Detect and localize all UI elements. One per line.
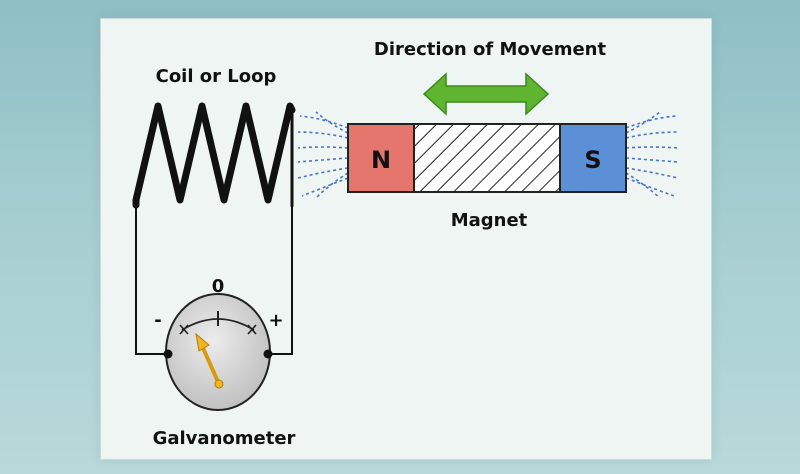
coil (132, 102, 296, 209)
coil-label: Coil or Loop (156, 66, 277, 87)
north-label: N (371, 146, 391, 174)
magnet: N S (347, 123, 627, 193)
direction-label: Direction of Movement (374, 39, 607, 60)
gauge-needle (195, 332, 224, 389)
zero-label: 0 (212, 276, 225, 297)
galvanometer (163, 293, 273, 411)
terminal-positive (263, 349, 273, 359)
north-pole (347, 123, 415, 193)
magnet-label: Magnet (451, 210, 528, 231)
minus-label: - (154, 310, 161, 331)
south-label: S (584, 146, 601, 174)
south-pole (559, 123, 627, 193)
field-lines-left (297, 111, 349, 199)
circuit-wires (135, 206, 293, 355)
plus-label: + (268, 310, 283, 331)
galvanometer-label: Galvanometer (153, 428, 296, 449)
double-headed-arrow-icon (422, 72, 550, 116)
field-lines-right (625, 111, 679, 199)
terminal-negative (163, 349, 173, 359)
